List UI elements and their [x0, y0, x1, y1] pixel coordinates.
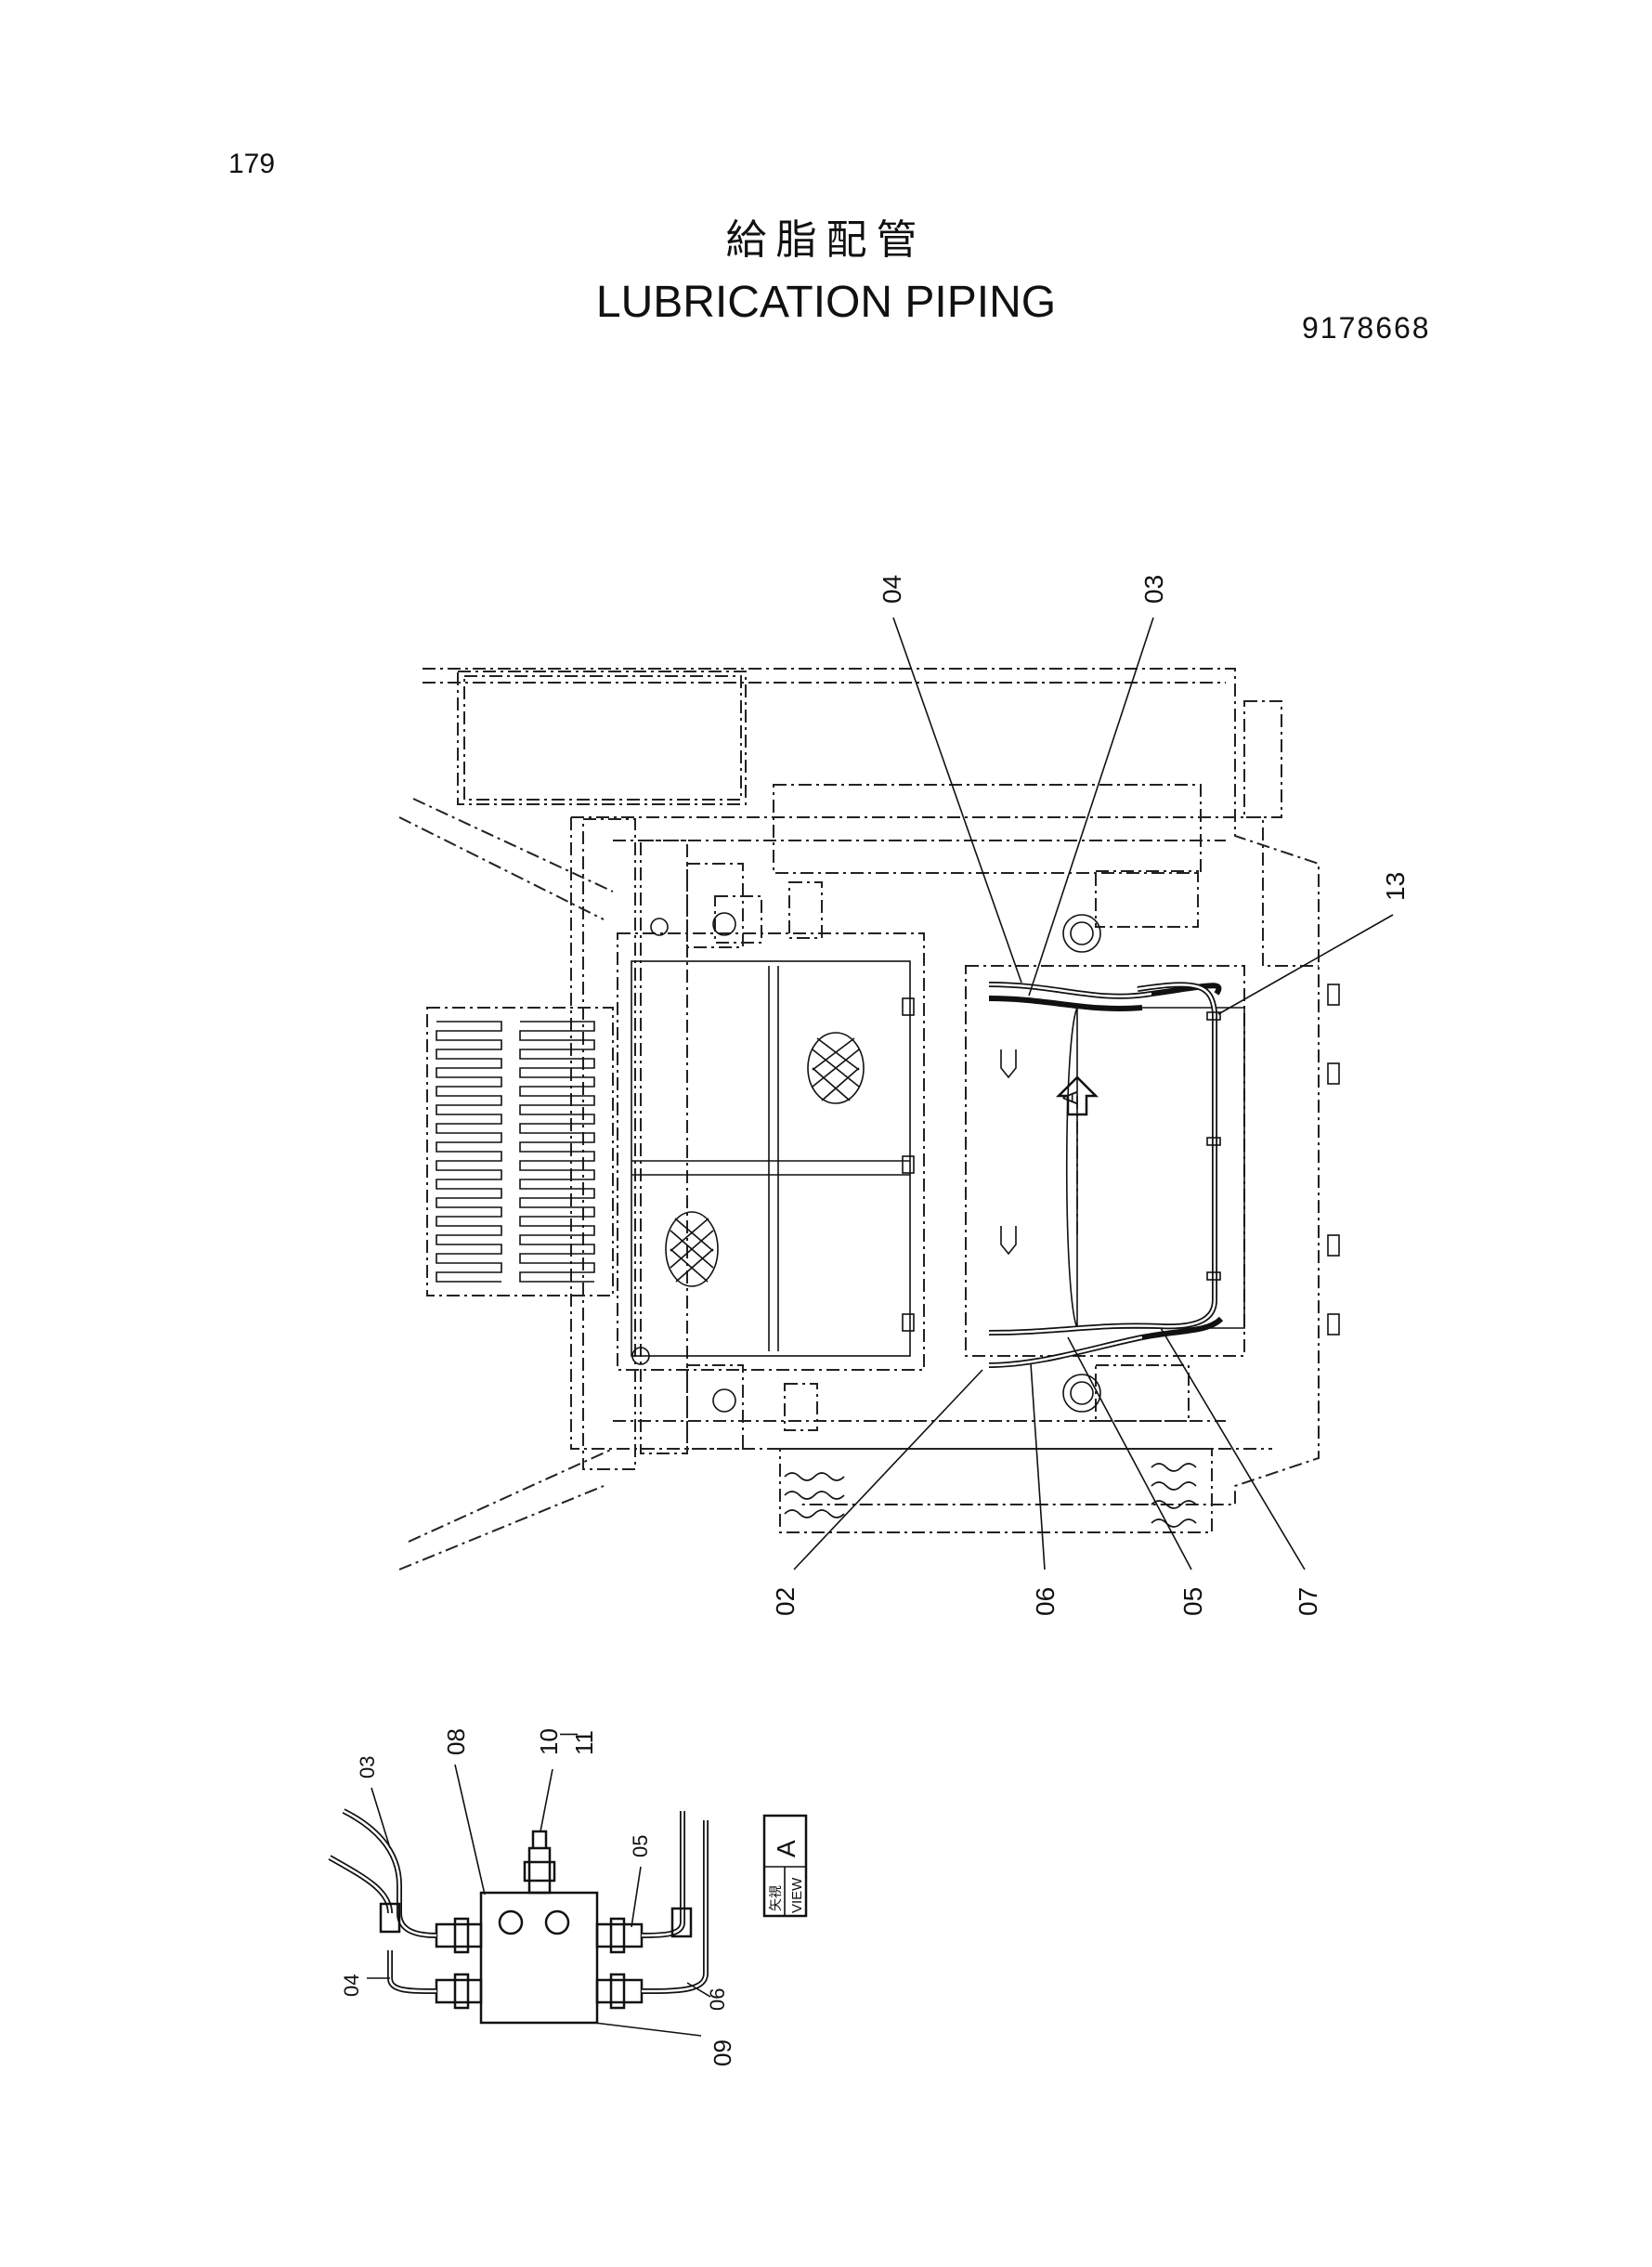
- callout-05-main: 05: [1178, 1587, 1207, 1616]
- grease-nipple: [523, 1830, 556, 1895]
- detail-leader-lines: [367, 1764, 711, 2037]
- page-number: 179: [228, 149, 276, 179]
- antislip-pattern-lower: [665, 1211, 719, 1287]
- lubrication-hoses: [988, 982, 1224, 1368]
- fittings-left: [435, 1917, 483, 2010]
- detail-callouts: 03 08 10 | 11 05 04 06 09: [340, 1728, 736, 2066]
- cab-floor-assembly: [617, 912, 925, 1413]
- view-a-label-en: VIEW: [789, 1877, 805, 1913]
- view-a-arrow: A: [1055, 1075, 1099, 1116]
- right-frame: [965, 914, 1340, 1413]
- detail-hoses: [328, 1808, 709, 1994]
- document-number: 9178668: [1302, 311, 1431, 345]
- callout-04-detail: 04: [340, 1974, 363, 1997]
- view-a-marker-letter: A: [1059, 1090, 1082, 1104]
- view-a-label-letter: A: [772, 1840, 800, 1857]
- callout-04-main: 04: [878, 575, 906, 604]
- callout-03-main: 03: [1139, 575, 1168, 604]
- main-leader-lines: [793, 617, 1394, 1570]
- view-a-label-jp: 矢視: [768, 1885, 783, 1911]
- callout-10-detail: 10: [535, 1728, 563, 1755]
- callout-06-detail: 06: [706, 1988, 729, 2011]
- radiator-fins: [426, 1007, 614, 1296]
- callout-02-main: 02: [771, 1587, 800, 1616]
- callout-13-main: 13: [1381, 872, 1410, 901]
- distribution-block: [479, 1891, 599, 2025]
- callout-06-main: 06: [1031, 1587, 1060, 1616]
- view-a-label: A 矢視 VIEW: [762, 1814, 808, 1918]
- main-assembly-view: A 04 03: [398, 575, 1410, 1616]
- callout-07-main: 07: [1294, 1587, 1322, 1616]
- upper-frame-outline: [423, 668, 1320, 1505]
- callout-05-detail: 05: [629, 1835, 652, 1857]
- callout-10-11-separator: |: [558, 1732, 579, 1737]
- fittings-right: [595, 1917, 644, 2010]
- callout-09-detail: 09: [709, 2039, 736, 2066]
- detail-view-a: 03 08 10 | 11 05 04 06 09 A 矢視 VIEW: [328, 1728, 808, 2066]
- main-callouts: 04 03 13 02 06 05 07: [771, 575, 1410, 1616]
- callout-08-detail: 08: [442, 1728, 470, 1755]
- callout-11-detail: 11: [570, 1730, 598, 1755]
- title-english: LUBRICATION PIPING: [595, 278, 1057, 327]
- antislip-pattern-upper: [807, 1032, 865, 1104]
- lower-guards: [779, 1448, 1213, 1533]
- title-japanese: 給脂配管: [725, 216, 927, 264]
- callout-03-detail: 03: [356, 1756, 379, 1778]
